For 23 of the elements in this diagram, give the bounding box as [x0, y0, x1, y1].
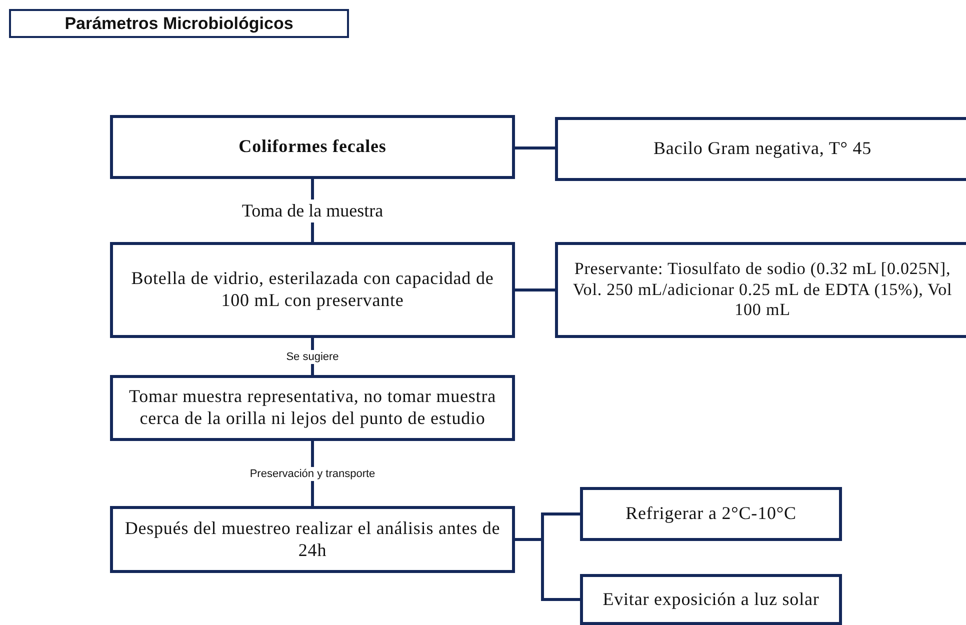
- process-box: [110, 506, 515, 573]
- connector-line: [515, 288, 555, 292]
- box-text: Coliformes fecales: [238, 136, 386, 158]
- process-box: [110, 115, 515, 179]
- box-text: Tomar muestra representativa, no tomar muestra cerca de la orilla ni lejos del punto de estudio: [128, 386, 497, 430]
- edge-label: Preservación y transporte: [248, 466, 378, 480]
- process-box: [555, 117, 966, 181]
- process-box: [580, 487, 842, 541]
- box-text: Después del muestreo realizar el análisis antes de 24h: [124, 518, 502, 562]
- process-box: [110, 375, 515, 441]
- box-text: Evitar exposición a luz solar: [602, 588, 820, 610]
- process-box: [580, 574, 842, 625]
- box-text: Bacilo Gram negativa, T° 45: [653, 138, 872, 160]
- box-text: Refrigerar a 2°C-10°C: [626, 503, 796, 525]
- process-box: [110, 242, 515, 338]
- box-text: Botella de vidrio, esterilazada con capacidad de 100 mL con preservante: [130, 268, 495, 312]
- title-box: Parámetros Microbiológicos: [9, 9, 349, 38]
- edge-label: Toma de la muestra: [240, 199, 386, 222]
- connector-line: [515, 146, 555, 150]
- connector-line: [515, 538, 580, 601]
- edge-label: Se sugiere: [284, 350, 341, 364]
- box-text: Preservante: Tiosulfato de sodio (0.32 mL [0.025N], Vol. 250 mL/adicionar 0.25 mL de EDTA (15%), Vol 100 mL: [572, 259, 954, 321]
- process-box: [555, 242, 966, 338]
